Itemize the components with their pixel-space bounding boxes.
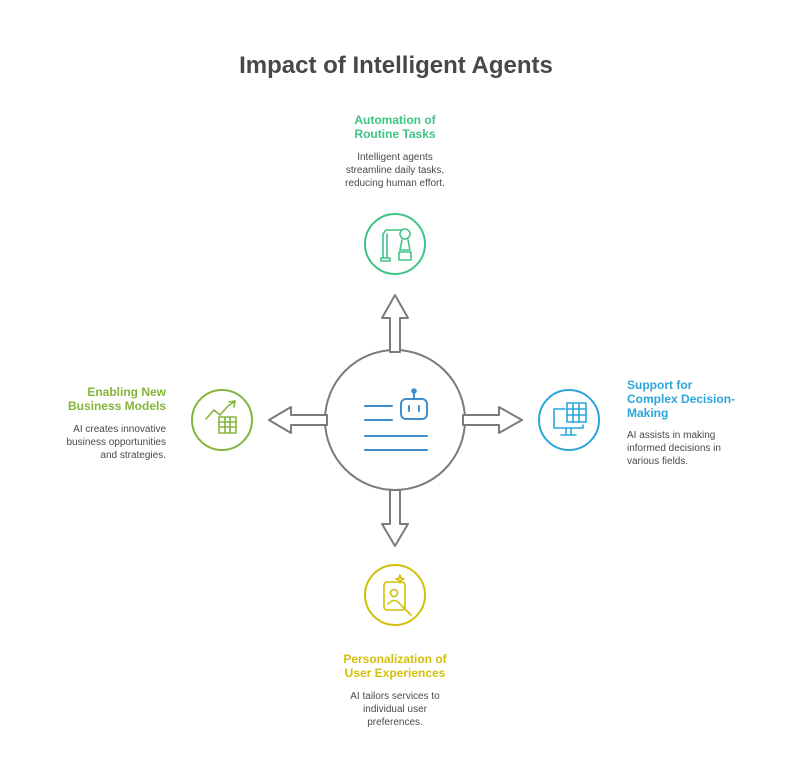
phone-user-icon — [383, 574, 412, 616]
node-title-top-line1: Automation of — [354, 113, 436, 127]
node-circle-left — [191, 389, 253, 451]
node-desc-bottom-line3: preferences. — [367, 717, 423, 728]
node-title-left-line2: Business Models — [67, 399, 166, 413]
node-title-top-line2: Routine Tasks — [354, 127, 436, 141]
node-circle-top — [364, 213, 426, 275]
node-desc-bottom-line1: AI tailors services to — [350, 691, 440, 702]
node-title-right: Support for Complex Decision- Making — [627, 378, 777, 420]
node-desc-top-line2: streamline daily tasks, — [345, 165, 445, 176]
node-title-right-line3: Making — [627, 406, 669, 420]
node-title-bottom-line2: User Experiences — [344, 666, 446, 680]
node-desc-top-line1: Intelligent agents — [357, 152, 433, 163]
node-desc-left: AI creates innovative business opportuni… — [16, 423, 166, 462]
node-desc-left-line3: and strategies. — [100, 450, 166, 461]
robot-chat-icon — [364, 388, 428, 451]
node-desc-bottom-line2: individual user — [363, 704, 427, 715]
node-title-left-line1: Enabling New — [87, 385, 166, 399]
node-desc-right-line2: informed decisions in — [627, 443, 721, 454]
arrow-right — [462, 406, 523, 434]
arrow-up — [381, 294, 409, 353]
hub — [268, 294, 523, 547]
node-title-left: Enabling New Business Models — [16, 385, 166, 413]
node-desc-right: AI assists in making informed decisions … — [627, 429, 777, 468]
node-desc-right-line1: AI assists in making — [627, 430, 716, 441]
node-desc-bottom: AI tailors services to individual user p… — [295, 690, 495, 729]
hub-circle — [324, 349, 466, 491]
node-desc-top: Intelligent agents streamline daily task… — [295, 151, 495, 190]
arrow-down — [381, 489, 409, 547]
monitor-spreadsheet-icon — [553, 402, 587, 436]
node-title-right-line2: Complex Decision- — [627, 392, 736, 406]
growth-chart-icon — [205, 400, 237, 434]
diagram-title: Impact of Intelligent Agents — [239, 52, 553, 79]
robotic-arm-icon — [380, 228, 412, 262]
node-title-bottom: Personalization of User Experiences — [295, 652, 495, 680]
node-circle-right — [538, 389, 600, 451]
node-desc-left-line1: AI creates innovative — [73, 424, 166, 435]
node-circle-bottom — [364, 564, 426, 626]
node-title-top: Automation of Routine Tasks — [295, 113, 495, 141]
node-desc-left-line2: business opportunities — [66, 437, 166, 448]
node-title-right-line1: Support for — [627, 378, 693, 392]
node-desc-top-line3: reducing human effort. — [345, 178, 445, 189]
node-desc-right-line3: various fields. — [627, 456, 689, 467]
arrow-left — [268, 406, 328, 434]
node-title-bottom-line1: Personalization of — [343, 652, 447, 666]
